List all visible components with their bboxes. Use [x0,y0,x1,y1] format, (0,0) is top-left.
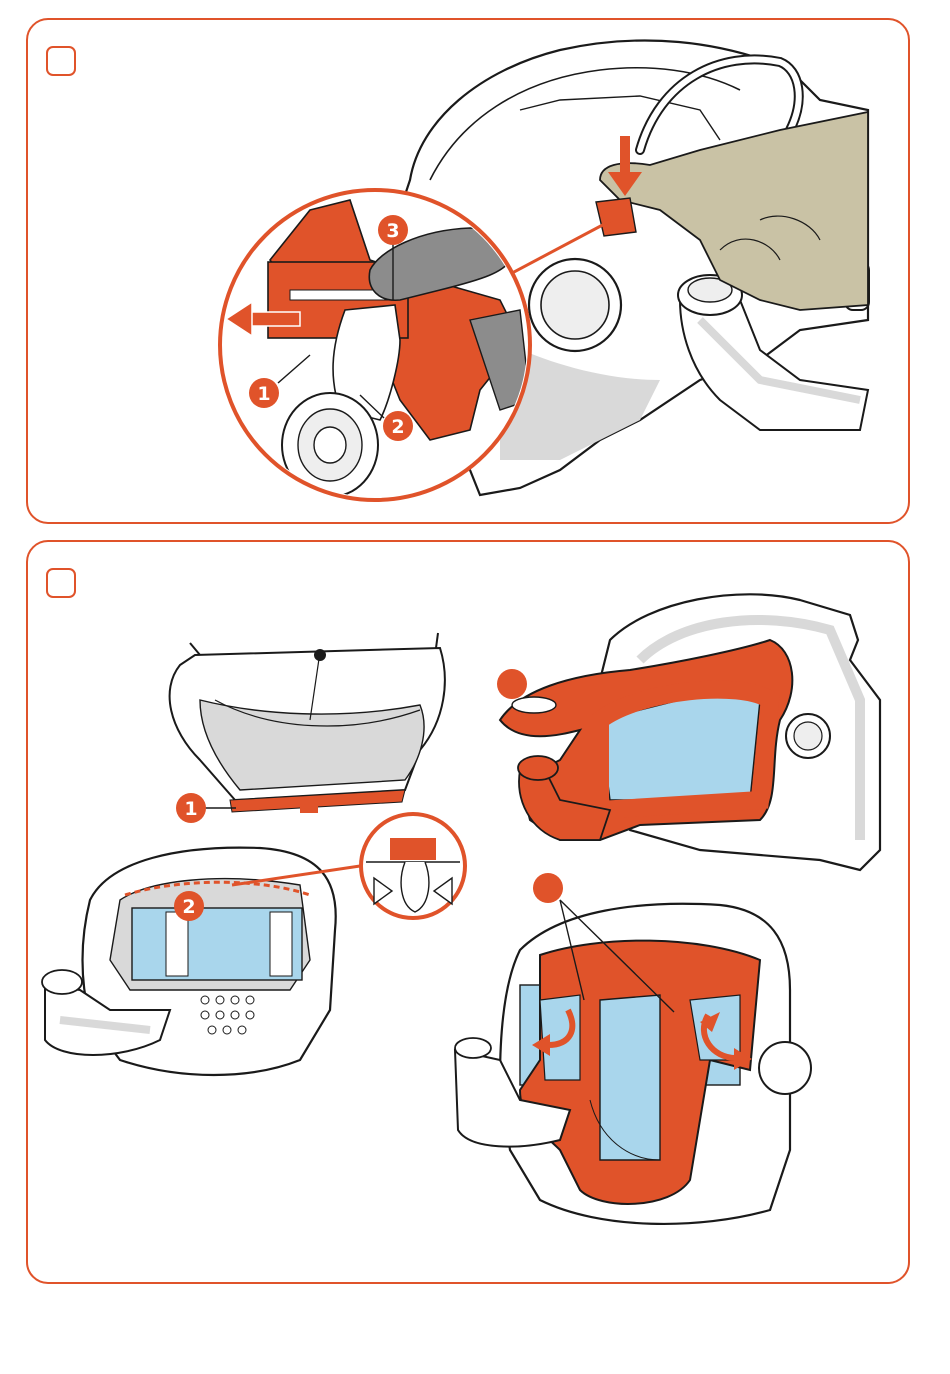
svg-text:2: 2 [182,896,195,918]
blank-marker-1 [497,669,527,699]
callout-b1: 1 [176,793,236,823]
helmet-front-orange-frame [455,900,811,1224]
helmet-side-orange-frame [500,594,880,870]
blank-marker-2 [533,873,563,903]
visor-cover [170,633,445,813]
callout-b2: 2 [174,891,204,921]
svg-text:1: 1 [257,383,270,405]
tab-slot-magnifier [361,814,465,918]
svg-text:3: 3 [386,220,399,242]
svg-text:2: 2 [391,416,404,438]
svg-text:1: 1 [184,798,197,820]
magnifier-circle-icon [220,190,530,500]
helmet-front-interior [42,848,336,1075]
